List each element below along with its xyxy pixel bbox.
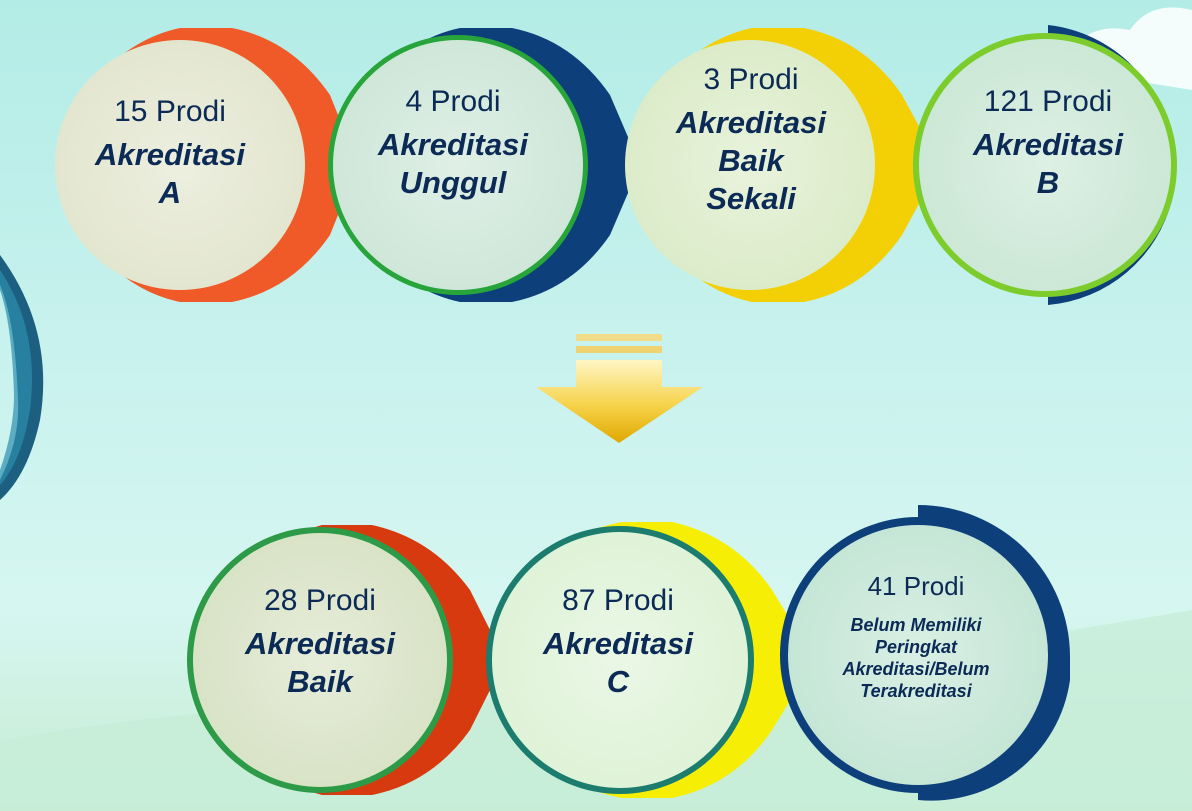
accreditation-label: Akreditasi C	[518, 625, 718, 701]
node-text-akreditasi-c: 87 Prodi Akreditasi C	[518, 583, 718, 701]
flow-node-akreditasi-unggul	[328, 28, 640, 302]
flow-node-akreditasi-baik-sekali	[625, 28, 940, 302]
bottom-row	[187, 505, 1070, 801]
count-label: 3 Prodi	[703, 63, 799, 96]
label-line: Belum Memiliki	[850, 615, 982, 635]
count-label: 4 Prodi	[405, 85, 501, 118]
top-row	[55, 25, 1177, 305]
label-line: B	[1036, 165, 1060, 200]
label-line: Sekali	[706, 181, 796, 216]
label-line: Baik	[287, 664, 353, 699]
flow-node-akreditasi-c	[486, 522, 815, 798]
accreditation-label: Belum Memiliki Peringkat Akreditasi/Belu…	[816, 614, 1016, 702]
accreditation-label: Akreditasi A	[70, 136, 270, 212]
label-line: A	[158, 175, 182, 210]
down-arrow-icon	[536, 334, 703, 443]
label-line: Akreditasi	[95, 137, 245, 172]
accreditation-label: Akreditasi Unggul	[353, 126, 553, 202]
label-line: Unggul	[399, 165, 507, 200]
node-text-akreditasi-b: 121 Prodi Akreditasi B	[948, 84, 1148, 202]
label-line: Akreditasi	[378, 127, 528, 162]
label-line: Akreditasi	[543, 626, 693, 661]
node-text-akreditasi-unggul: 4 Prodi Akreditasi Unggul	[353, 84, 553, 202]
accreditation-label: Akreditasi B	[948, 126, 1148, 202]
label-line: Akreditasi	[245, 626, 395, 661]
label-line: Akreditasi	[973, 127, 1123, 162]
count-label: 28 Prodi	[264, 584, 376, 617]
flow-node-akreditasi-b	[913, 25, 1177, 305]
label-line: Peringkat	[874, 637, 958, 657]
label-line: Akreditasi/Belum	[842, 659, 990, 679]
label-line: Terakreditasi	[860, 681, 972, 701]
label-line: C	[606, 664, 630, 699]
node-text-akreditasi-baik-sekali: 3 Prodi Akreditasi Baik Sekali	[651, 62, 851, 218]
count-label: 41 Prodi	[867, 571, 965, 601]
label-line: Akreditasi	[676, 105, 826, 140]
flow-node-belum-terakreditasi	[780, 505, 1070, 801]
count-label: 87 Prodi	[562, 584, 674, 617]
count-label: 15 Prodi	[114, 95, 226, 128]
count-label: 121 Prodi	[983, 85, 1113, 118]
node-text-akreditasi-baik: 28 Prodi Akreditasi Baik	[220, 583, 420, 701]
label-line: Baik	[718, 143, 784, 178]
node-text-belum-terakreditasi: 41 Prodi Belum Memiliki Peringkat Akredi…	[816, 568, 1016, 702]
accreditation-label: Akreditasi Baik	[220, 625, 420, 701]
flow-node-akreditasi-baik	[187, 525, 506, 795]
flow-node-akreditasi-a	[55, 28, 358, 302]
accreditation-label: Akreditasi Baik Sekali	[651, 104, 851, 218]
node-text-akreditasi-a: 15 Prodi Akreditasi A	[70, 94, 270, 212]
